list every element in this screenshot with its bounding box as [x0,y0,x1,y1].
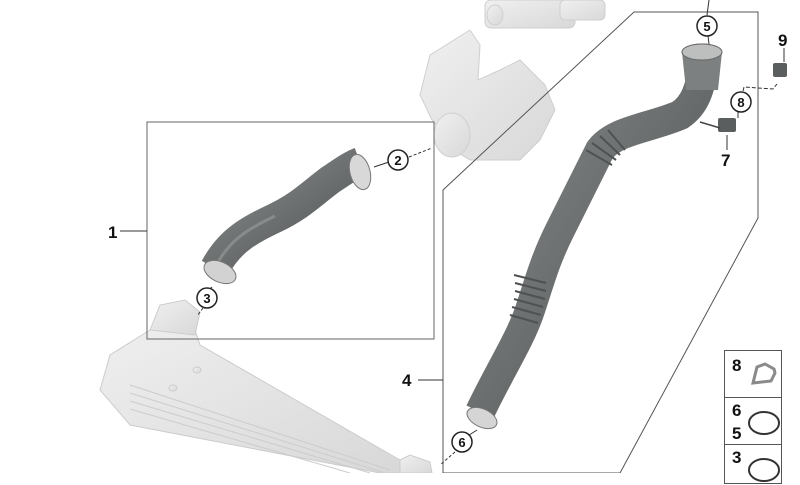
legend-label: 5 [732,424,742,443]
clamp-icon [751,362,777,385]
legend-label: 8 [732,356,742,375]
callout-4: 4 [402,371,412,390]
sensor-part-9 [773,63,787,77]
o-ring-icon [748,458,780,482]
callout-6: 6 [451,431,473,453]
legend-label: 3 [732,448,742,467]
legend-item-o-ring-3: 3 [724,444,782,484]
hose-part-4 [466,43,723,430]
callout-7: 7 [721,151,730,170]
callout-2: 2 [387,149,409,171]
legend-item-o-ring-6-5: 6 5 [724,397,782,445]
svg-text:5: 5 [703,19,710,34]
callout-9: 9 [778,31,787,50]
parts-diagram: 2 3 5 6 8 1 4 7 9 8 6 5 3 [99,0,787,484]
callout-8: 8 [730,91,752,113]
sensor-part-7 [699,118,736,132]
callout-3: 3 [196,287,218,309]
legend-item-clamp: 8 [724,350,782,398]
hose-part-1 [201,147,372,285]
turbocharger-ghost [419,0,606,161]
intercooler-ghost [99,299,433,474]
svg-text:3: 3 [203,291,210,306]
callout-1: 1 [108,223,117,242]
svg-text:2: 2 [394,153,401,168]
callout-5: 5 [696,15,718,37]
o-ring-icon [748,411,780,435]
svg-text:6: 6 [458,435,465,450]
legend-label: 6 [732,401,742,420]
svg-text:8: 8 [737,95,744,110]
